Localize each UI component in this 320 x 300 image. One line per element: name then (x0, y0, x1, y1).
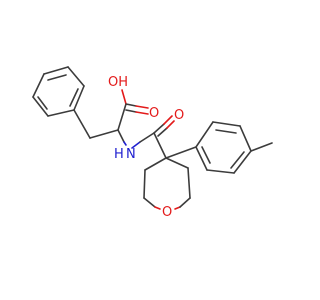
amide-carbonyl: O (153, 108, 184, 159)
tolyl-ring (165, 121, 273, 174)
oxane-ring: O (143, 157, 191, 220)
acid-hydroxyl-label: OH (108, 75, 128, 90)
amide-nitrogen-label: N (126, 147, 136, 162)
ring-oxygen-label: O (162, 205, 172, 220)
phenyl-ring (32, 66, 85, 117)
benzyl-chain (73, 109, 119, 139)
amide-nh: N H (114, 129, 155, 162)
acid-carbonyl-oxygen-label: O (149, 106, 159, 121)
carboxylic-acid: OH O (108, 75, 159, 131)
amide-carbonyl-oxygen-label: O (174, 108, 184, 123)
amide-hydrogen-label: H (114, 147, 124, 162)
structure-diagram: OH O N H O O (32, 66, 273, 220)
